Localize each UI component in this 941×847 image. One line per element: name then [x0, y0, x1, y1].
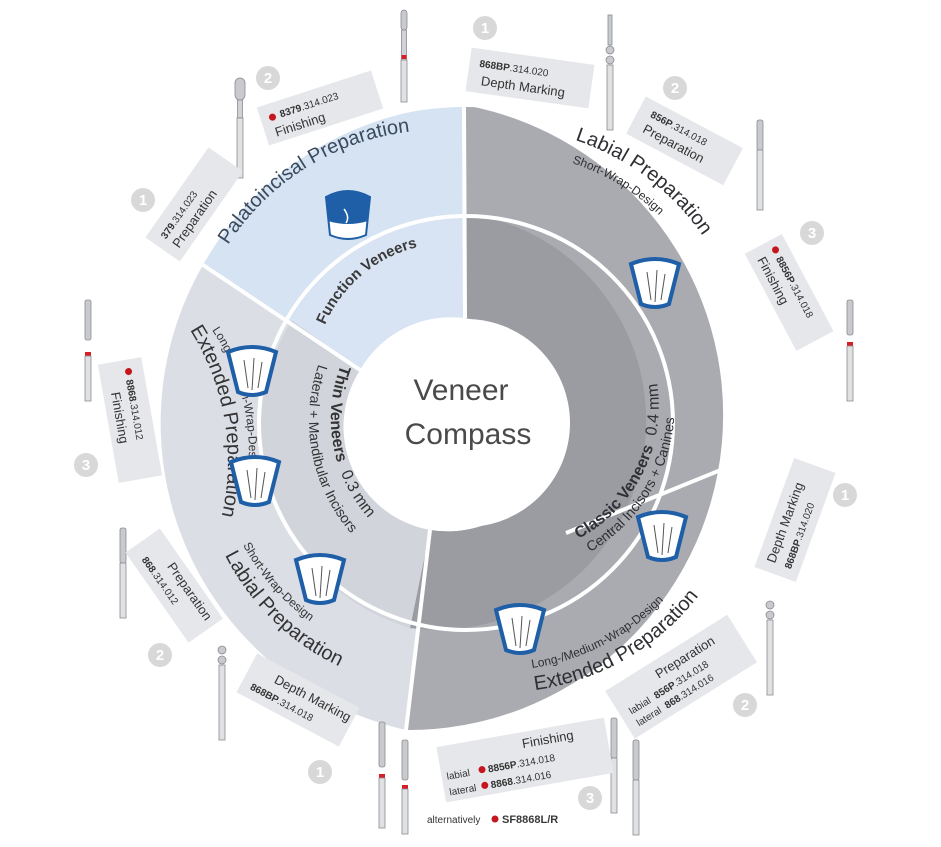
divider-lines	[146, 103, 786, 743]
alt-code: SF8868L/R	[502, 814, 558, 826]
svg-text:2: 2	[741, 697, 749, 714]
tooth-thin-extended-b-icon	[228, 455, 282, 507]
step-3-badge: 3	[578, 786, 602, 810]
svg-text:2: 2	[156, 647, 164, 664]
tooth-classic-extended-b-icon	[493, 603, 547, 655]
svg-text:2: 2	[264, 70, 272, 87]
tooth-icons	[225, 190, 689, 655]
bur-icons	[84, 9, 854, 836]
step-2-badge: 2	[663, 76, 687, 100]
svg-text:1: 1	[841, 487, 849, 504]
tooth-palatoincisal-icon	[324, 190, 372, 240]
step-1-badge: 1	[308, 760, 332, 784]
svg-text:1: 1	[316, 764, 324, 781]
svg-text:3: 3	[82, 457, 90, 474]
step-1-badge: 1	[473, 16, 497, 40]
alt-dot	[491, 815, 499, 823]
svg-text:3: 3	[808, 225, 816, 242]
step-3-badge: 3	[800, 221, 824, 245]
step-1-badge: 1	[131, 188, 155, 212]
step-2-badge: 2	[148, 643, 172, 667]
step-2-badge: 2	[733, 693, 757, 717]
svg-text:labial: labial	[446, 768, 471, 783]
svg-text:lateral: lateral	[449, 783, 478, 799]
bur-icon	[846, 299, 854, 402]
function-inner-sector	[292, 213, 465, 370]
bur-icon	[756, 119, 764, 211]
tooth-classic-extended-a-icon	[635, 510, 689, 562]
bur-icon	[401, 739, 409, 835]
step-2-badge: 2	[256, 66, 280, 90]
tab-ce-depth: Depth Marking 868BP.314.020	[754, 457, 836, 583]
step-3-badge: 3	[74, 453, 98, 477]
tooth-thin-labial-icon	[293, 553, 347, 605]
svg-text:1: 1	[481, 20, 489, 37]
bur-icon	[217, 645, 227, 741]
tab-ce-prep: Preparation labial856P.314.018 lateral86…	[605, 614, 757, 739]
center-title-line2: Compass	[405, 418, 532, 451]
bur-icon	[632, 739, 640, 836]
center-circle	[362, 319, 570, 527]
tab-cl-depth: 868BP.314.020 Depth Marking	[465, 47, 595, 109]
bur-icon	[605, 14, 615, 131]
tooth-thin-extended-a-icon	[225, 345, 279, 397]
tab-ce-fin: Finishing labial 8856P.314.018 lateral 8…	[436, 717, 614, 803]
svg-text:2: 2	[671, 80, 679, 97]
bur-icon	[610, 717, 618, 814]
tooth-classic-labial-icon	[628, 257, 682, 309]
bur-icon	[119, 527, 127, 619]
bur-icon	[378, 721, 386, 829]
svg-text:868BP.314.020: 868BP.314.020	[479, 59, 550, 80]
step-1-badge: 1	[833, 483, 857, 507]
tab-te-fin: 8868.314.012 Finishing	[97, 357, 163, 483]
svg-text:3: 3	[586, 790, 594, 807]
alt-prefix: alternatively	[427, 815, 480, 826]
svg-text:1: 1	[139, 192, 147, 209]
bur-icon	[400, 9, 408, 103]
bur-icon	[84, 299, 92, 402]
bur-icon	[234, 77, 246, 179]
center-title-line1: Veneer	[413, 374, 508, 407]
bur-icon	[765, 600, 775, 696]
